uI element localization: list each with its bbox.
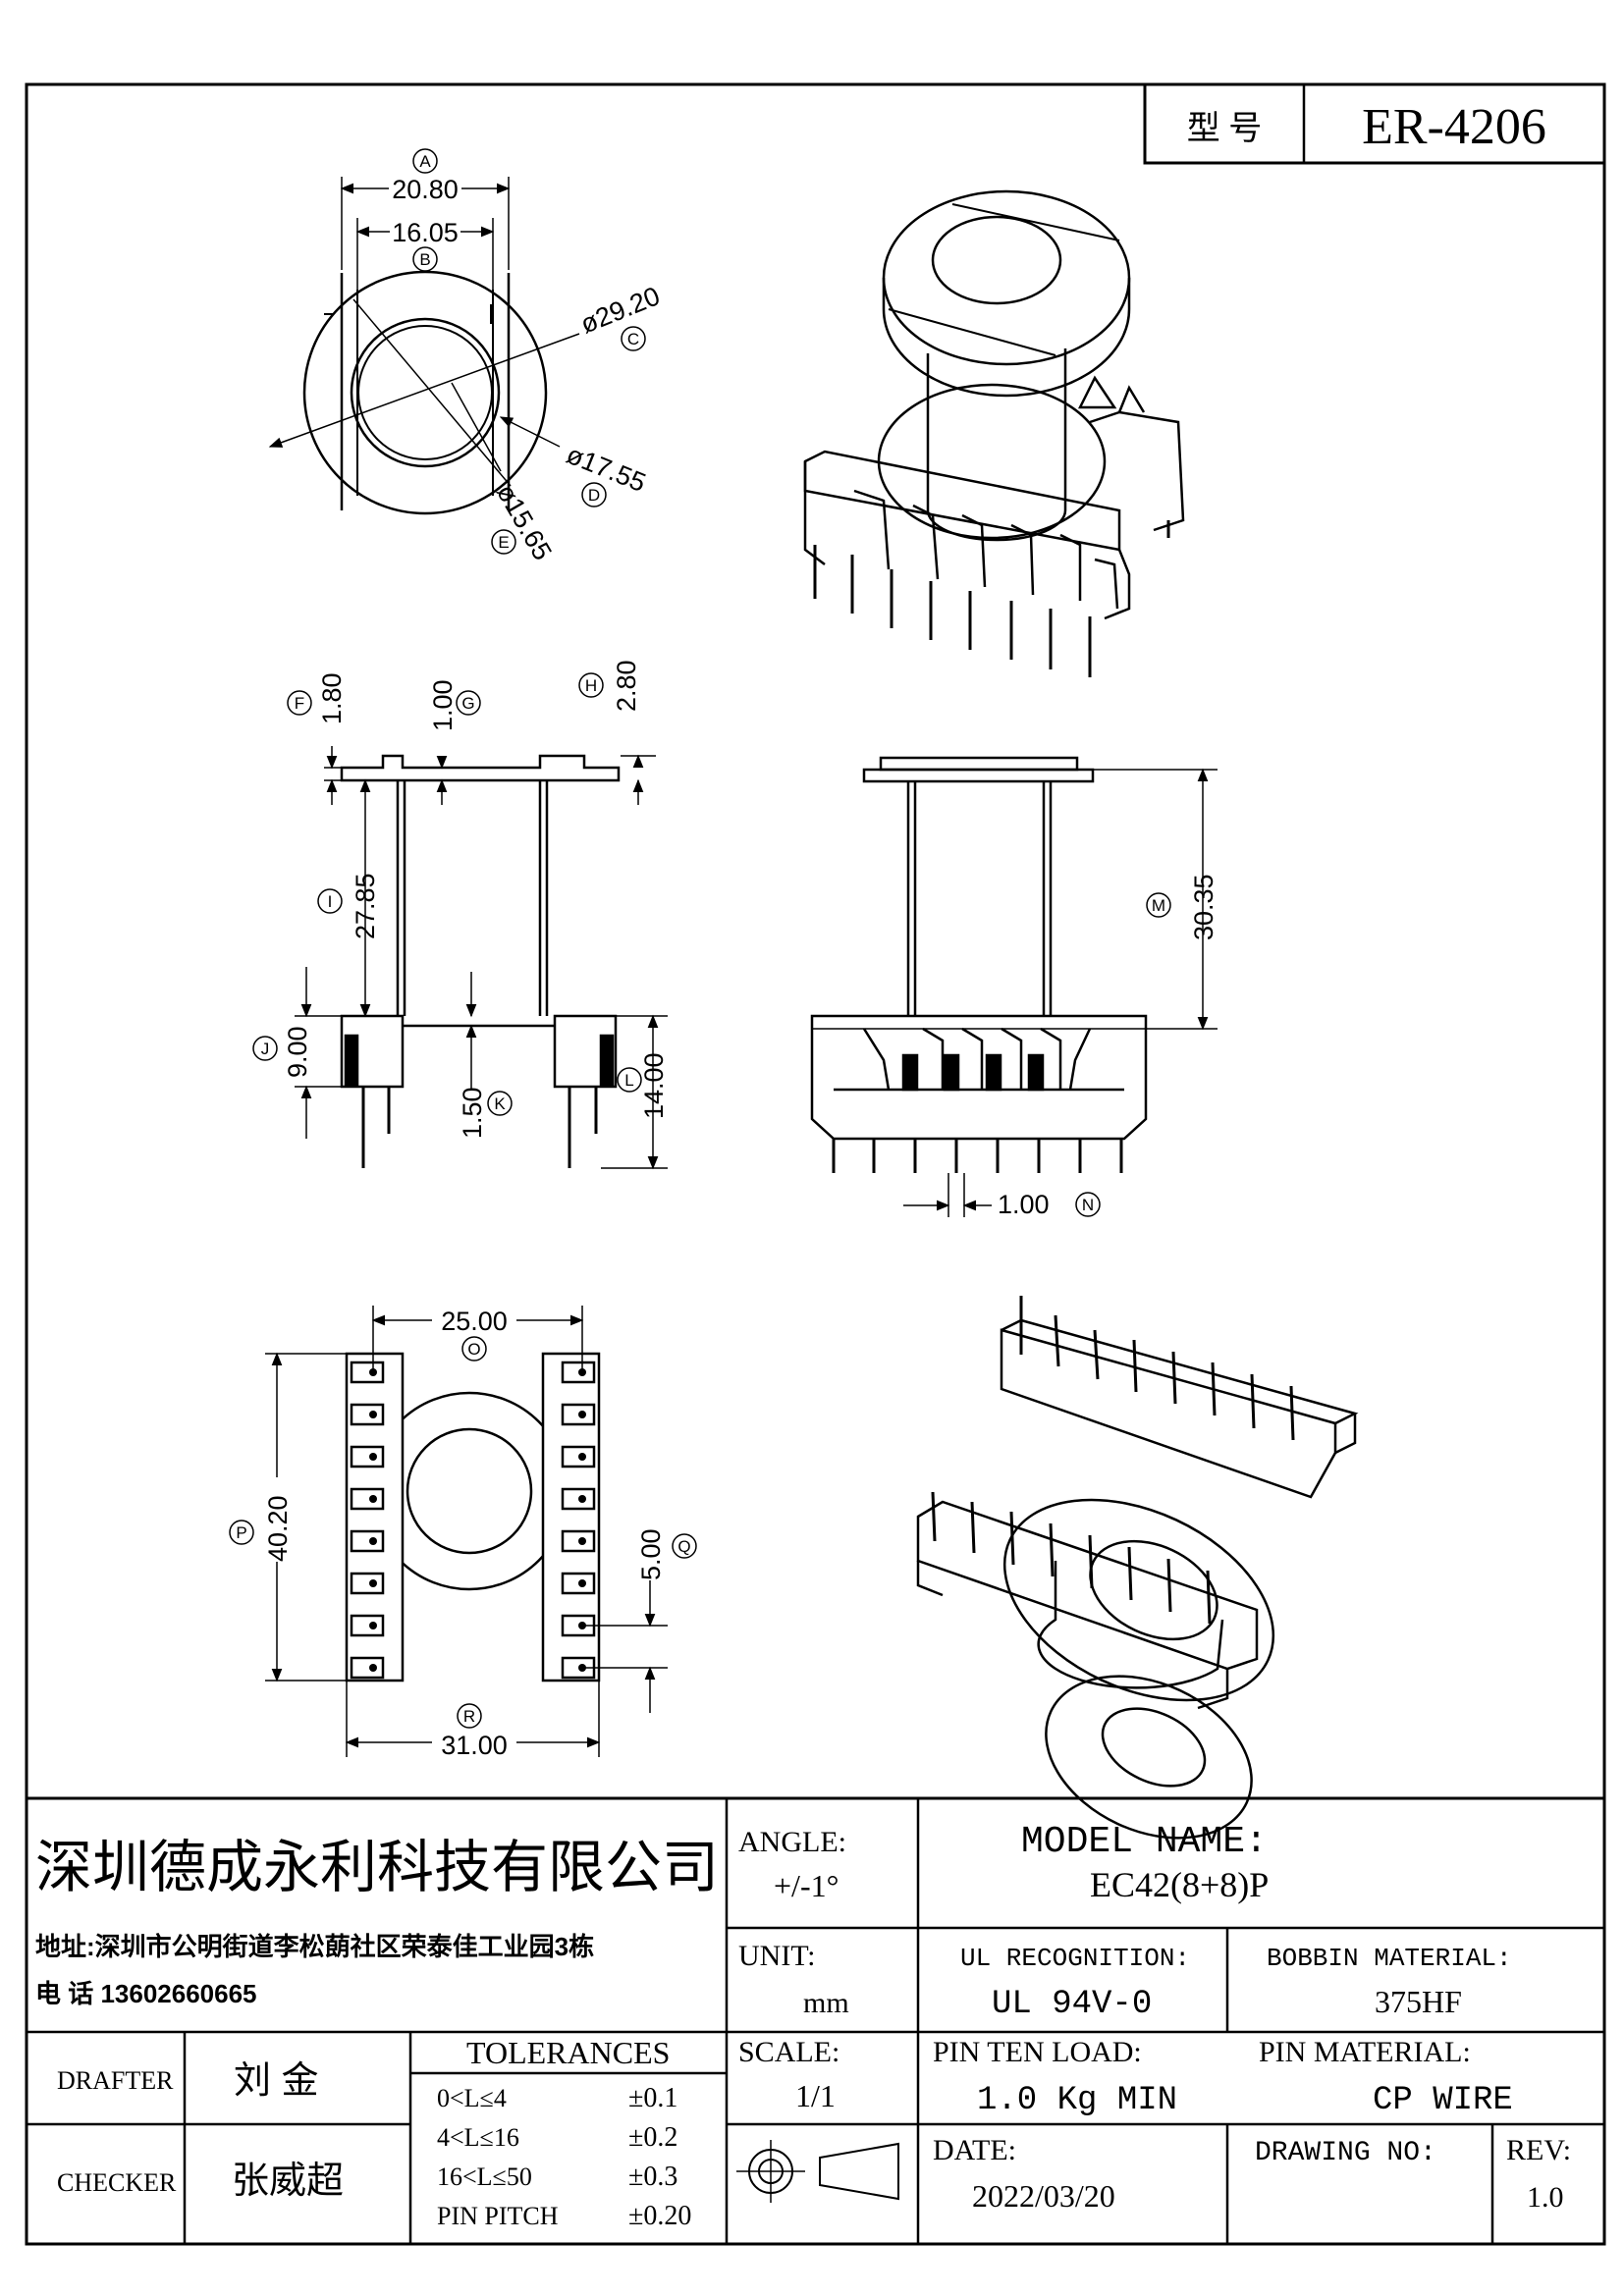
side-view <box>810 756 1148 1141</box>
bottom-view-holes <box>369 1368 586 1672</box>
callout-C: C <box>627 330 639 348</box>
callout-P: P <box>236 1523 246 1542</box>
bobbin-value: 375HF <box>1375 1984 1462 2019</box>
front-view-labels: F 1.80 1.00 G H 2.80 I 27.85 J 9.00 1.50… <box>252 660 669 1139</box>
callout-G: G <box>461 694 474 713</box>
ul-label: UL RECOGNITION: <box>960 1944 1190 1973</box>
scale-label: SCALE: <box>738 2036 839 2068</box>
dim-H: 2.80 <box>612 660 641 712</box>
tol-range-4: PIN PITCH <box>437 2202 559 2230</box>
dim-D: ø17.55 <box>563 440 650 498</box>
callout-D: D <box>588 486 600 505</box>
callout-A: A <box>419 152 431 171</box>
rev-value: 1.0 <box>1527 2181 1564 2214</box>
dim-Q: 5.00 <box>636 1528 666 1580</box>
top-view-labels: A 20.80 16.05 B ø29.20 C ø17.55 D ø15.65… <box>389 148 664 565</box>
checker-value: 张威超 <box>232 2161 344 2202</box>
bobbin-label: BOBBIN MATERIAL: <box>1267 1944 1512 1973</box>
unit-label: UNIT: <box>738 1940 816 1972</box>
tol-range-2: 4<L≤16 <box>437 2123 519 2152</box>
dim-I: 27.85 <box>351 873 380 939</box>
callout-E: E <box>498 533 509 552</box>
dim-C: ø29.20 <box>576 281 664 339</box>
dim-O: 25.00 <box>441 1307 508 1336</box>
side-view-labels: M 30.35 1.00 N <box>998 874 1218 1219</box>
dim-B: 16.05 <box>392 218 459 247</box>
callout-K: K <box>494 1095 506 1113</box>
tolerances-label: TOLERANCES <box>466 2035 670 2070</box>
dim-N: 1.00 <box>998 1190 1050 1219</box>
angle-label: ANGLE: <box>738 1826 846 1858</box>
dim-M: 30.35 <box>1189 874 1218 940</box>
rev-label: REV: <box>1506 2134 1571 2166</box>
dim-K: 1.50 <box>458 1087 487 1139</box>
tol-range-3: 16<L≤50 <box>437 2163 532 2191</box>
dim-J: 9.00 <box>283 1026 312 1078</box>
front-view-dims <box>295 746 668 1170</box>
dim-P: 40.20 <box>263 1495 293 1562</box>
callout-O: O <box>467 1340 480 1359</box>
title-block-grid <box>27 1796 1604 2244</box>
callout-J: J <box>261 1040 270 1058</box>
isometric-pins-upright <box>813 520 1170 677</box>
part-number: ER-4206 <box>1362 99 1546 155</box>
ul-value: UL 94V-0 <box>992 1986 1152 2023</box>
tol-value-4: ±0.20 <box>628 2201 691 2231</box>
drawing-border <box>25 82 1606 2246</box>
front-view <box>340 754 621 1168</box>
pin-material-label: PIN MATERIAL: <box>1259 2036 1471 2068</box>
scale-value: 1/1 <box>795 2078 836 2113</box>
isometric-pins-inverted <box>931 1296 1295 1625</box>
callout-N: N <box>1082 1196 1094 1214</box>
part-number-box: 型 号 ER-4206 <box>1143 82 1606 165</box>
tol-value-2: ±0.2 <box>628 2122 677 2153</box>
type-label: 型 号 <box>1187 111 1263 147</box>
model-label: MODEL NAME: <box>1021 1821 1268 1863</box>
title-block-symbol <box>736 2140 899 2203</box>
callout-I: I <box>328 892 333 911</box>
checker-label: CHECKER <box>57 2168 177 2197</box>
dim-L: 14.00 <box>639 1052 669 1119</box>
side-view-dims <box>903 768 1218 1217</box>
model-value: EC42(8+8)P <box>1090 1865 1269 1904</box>
date-value: 2022/03/20 <box>972 2178 1115 2214</box>
bottom-view <box>345 1352 601 1682</box>
drafter-label: DRAFTER <box>57 2066 174 2095</box>
date-label: DATE: <box>933 2134 1016 2166</box>
pin-material-value: CP WIRE <box>1373 2082 1513 2119</box>
callout-M: M <box>1152 896 1165 915</box>
tol-value-3: ±0.3 <box>628 2162 677 2192</box>
callout-L: L <box>624 1071 633 1090</box>
tol-value-1: ±0.1 <box>628 2083 677 2113</box>
dim-R: 31.00 <box>441 1731 508 1760</box>
bottom-view-dims <box>265 1306 668 1757</box>
unit-value: mm <box>803 1987 849 2019</box>
dim-F: 1.80 <box>317 672 347 724</box>
callout-R: R <box>463 1707 475 1726</box>
company-name: 深圳德成永利科技有限公司 <box>35 1836 719 1899</box>
drafter-value: 刘 金 <box>234 2060 319 2102</box>
isometric-view-inverted <box>916 1318 1359 1840</box>
dim-G: 1.00 <box>428 679 458 731</box>
callout-B: B <box>419 250 430 269</box>
drawing-no-label: DRAWING NO: <box>1255 2138 1436 2168</box>
tol-range-1: 0<L≤4 <box>437 2084 507 2112</box>
callout-F: F <box>295 694 304 713</box>
callout-Q: Q <box>677 1537 690 1556</box>
isometric-view-upright <box>803 189 1185 620</box>
title-block-text: 深圳德成永利科技有限公司 地址:深圳市公明街道李松蓢社区荣泰佳工业园3栋 电 话… <box>35 1821 1571 2231</box>
angle-value: +/-1° <box>774 1868 839 1903</box>
dim-A: 20.80 <box>392 175 459 204</box>
bottom-view-labels: 25.00 O P 40.20 5.00 Q R 31.00 <box>229 1306 697 1760</box>
callout-H: H <box>585 676 597 695</box>
company-address: 地址:深圳市公明街道李松蓢社区荣泰佳工业园3栋 <box>35 1932 594 1961</box>
pin-load-label: PIN TEN LOAD: <box>933 2036 1142 2068</box>
dim-E: ø15.65 <box>491 479 558 565</box>
pin-load-value: 1.0 Kg MIN <box>977 2082 1177 2119</box>
side-view-pins <box>832 1139 1123 1173</box>
company-phone: 电 话 13602660665 <box>35 1979 257 2008</box>
